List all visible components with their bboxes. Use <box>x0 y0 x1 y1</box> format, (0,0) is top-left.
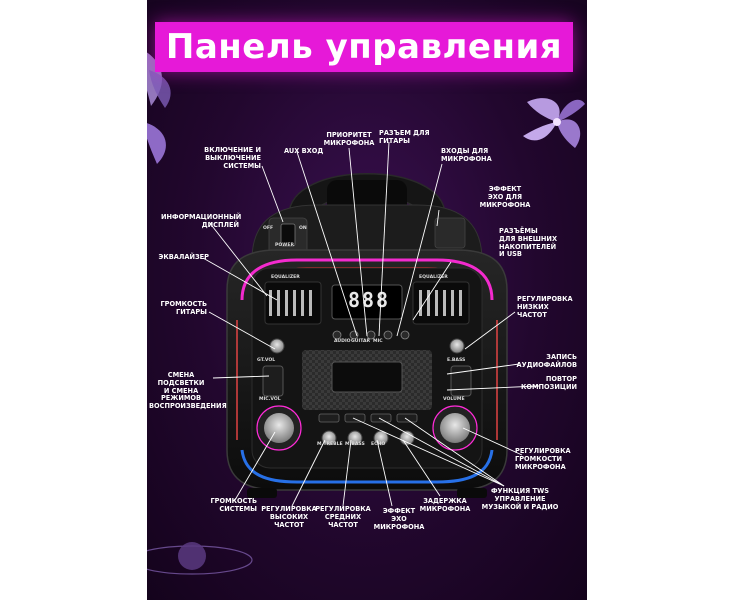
callout-mic-echo: ЭФФЕКТ ЭХО МИКРОФОНА <box>373 507 425 531</box>
left-button-group <box>262 365 284 397</box>
callout-mic-inputs: ВХОДЫ ДЛЯ МИКРОФОНА <box>441 147 492 163</box>
speaker-foot-right <box>457 488 487 498</box>
e-bass-knob <box>449 338 465 354</box>
callout-power: ВКЛЮЧЕНИЕ И ВЫКЛЮЧЕНИЕ СИСТЕМЫ <box>204 146 261 170</box>
mic-jack-label: MIC <box>373 339 383 344</box>
m-treble-label: M.TREBLE <box>317 442 343 447</box>
mic-vol-label: MIC.VOL <box>259 397 281 402</box>
speaker-top-panel <box>251 204 483 261</box>
callout-tws-function: ФУНКЦИЯ TWS УПРАВЛЕНИЕ МУЗЫКОЙ И РАДИО <box>481 487 559 511</box>
power-label: POWER <box>275 243 295 248</box>
off-label: OFF <box>263 226 274 231</box>
power-switch <box>280 223 296 247</box>
flower-top-right-decoration <box>523 98 585 148</box>
speaker-foot-left <box>247 488 277 498</box>
callout-leader-lines <box>202 141 540 507</box>
gt-vol-label: GT.VOL <box>257 358 276 363</box>
led-ring-top <box>240 258 494 301</box>
callout-repeat: ПОВТОР КОМПОЗИЦИИ <box>520 375 577 391</box>
m-treble-knob <box>321 430 337 446</box>
led-ring-bottom <box>240 449 494 484</box>
callout-aux: AUX ВХОД <box>284 147 324 155</box>
callout-audio-record: ЗАПИСЬ АУДИОФАЙЛОВ <box>516 353 577 369</box>
callout-mic-volume-adjust: РЕГУЛИРОВКА ГРОМКОСТИ МИКРОФОНА <box>515 447 571 471</box>
info-display <box>331 284 403 320</box>
eq-sliders-left <box>269 290 312 316</box>
planet-ring-decoration <box>147 542 253 575</box>
callout-treble-adjust: РЕГУЛИРОВКА ВЫСОКИХ ЧАСТОТ <box>261 505 317 529</box>
callout-equalizer: ЭКВАЛАЙЗЕР <box>158 253 209 261</box>
callout-display: ИНФОРМАЦИОННЫЙ ДИСПЛЕЙ <box>161 213 242 229</box>
m-bass-knob <box>347 430 363 446</box>
m-bass-label: M.BASS <box>345 442 365 447</box>
callout-guitar-volume: ГРОМКОСТЬ ГИТАРЫ <box>160 300 207 316</box>
callout-system-volume: ГРОМКОСТЬ СИСТЕМЫ <box>210 497 257 513</box>
callout-mic-delay: ЗАДЕРЖКА МИКРОФОНА <box>419 497 471 513</box>
on-label: ON <box>299 226 307 231</box>
bottom-button-row <box>318 413 418 423</box>
callout-mic-echo-effect: ЭФФЕКТ ЭХО ДЛЯ МИКРОФОНА <box>479 185 531 209</box>
audio-jack-label: AUDIO <box>334 339 351 344</box>
page-title: Панель управления <box>165 27 563 67</box>
jack-row <box>332 330 410 340</box>
eq-left-label: EQUALIZER <box>271 275 300 280</box>
callout-light-mode: СМЕНА ПОДСВЕТКИ И СМЕНА РЕЖИМОВ ВОСПРОИЗ… <box>149 371 227 411</box>
e-bass-label: E.BASS <box>447 358 466 363</box>
callout-bass-adjust: РЕГУЛИРОВКА НИЗКИХ ЧАСТОТ <box>517 295 573 319</box>
flower-left-decoration <box>147 123 166 164</box>
speaker-illustration <box>226 173 508 498</box>
callout-storage-ports: РАЗЪЁМЫ ДЛЯ ВНЕШНИХ НАКОПИТЕЛЕЙ И USB <box>499 227 558 259</box>
poster: Панель управления <box>147 0 587 600</box>
volume-label: VOLUME <box>443 397 465 402</box>
callout-mic-priority: ПРИОРИТЕТ МИКРОФОНА <box>323 131 375 147</box>
eq-sliders-right <box>419 290 462 316</box>
callout-mid-adjust: РЕГУЛИРОВКА СРЕДНИХ ЧАСТОТ <box>315 505 371 529</box>
eq-right-label: EQUALIZER <box>419 275 448 280</box>
power-input-module <box>434 217 466 249</box>
right-button-group <box>450 365 472 397</box>
title-banner: Панель управления <box>155 22 573 72</box>
guitar-jack-label: GUITAR <box>351 339 371 344</box>
usb-panel <box>331 361 403 393</box>
callout-guitar-jack: РАЗЪЕМ ДЛЯ ГИТАРЫ <box>379 129 430 145</box>
